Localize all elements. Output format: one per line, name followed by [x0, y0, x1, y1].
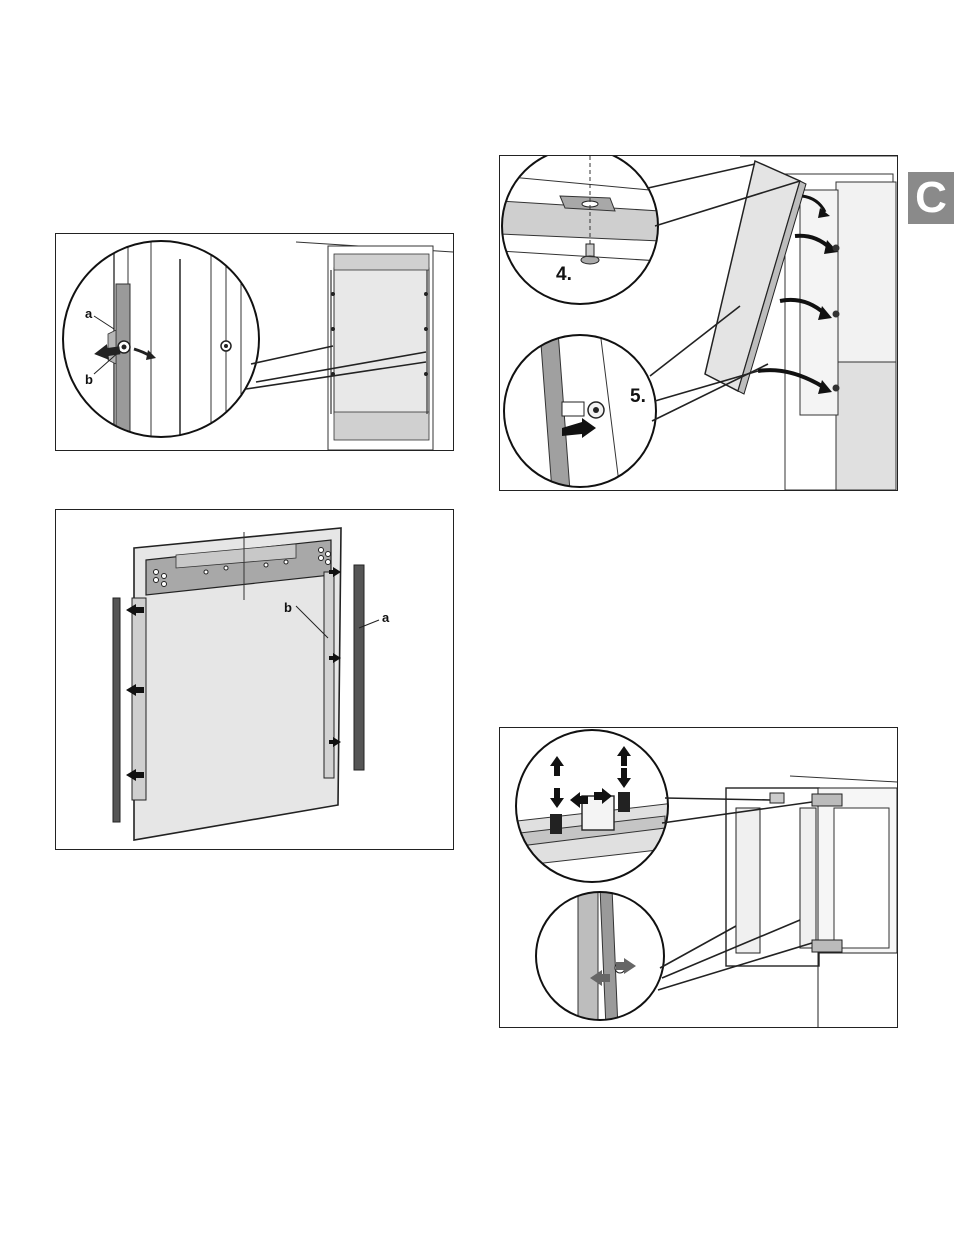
- label-strip-a: a: [382, 610, 389, 625]
- illustration-hang-door: [500, 156, 897, 490]
- illustration-remove-strip: [56, 234, 453, 450]
- illustration-door-panel-strips: [56, 510, 453, 849]
- label-strip-b: b: [284, 600, 292, 615]
- section-tab-c: C: [908, 172, 954, 224]
- figure-hang-door-steps: 4. 5.: [499, 155, 898, 491]
- label-screw-b: b: [85, 372, 93, 387]
- label-step-5: 5.: [630, 386, 646, 408]
- figure-remove-side-strip: a b: [55, 233, 454, 451]
- label-step-4: 4.: [556, 264, 572, 286]
- figure-adjust-door: [499, 727, 898, 1028]
- label-strip-a: a: [85, 306, 92, 321]
- illustration-adjust-door: [500, 728, 897, 1027]
- figure-attach-side-strips: b a: [55, 509, 454, 850]
